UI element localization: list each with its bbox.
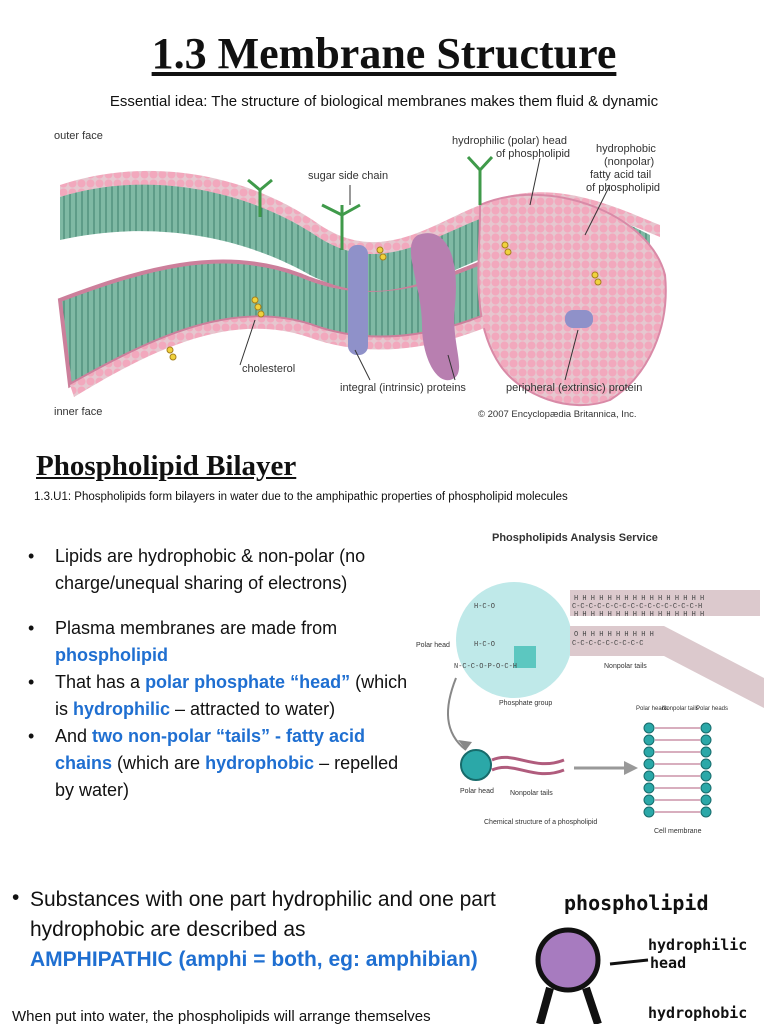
polar-head-label: Polar head [416,642,450,649]
sugar-chain-icon [247,155,494,250]
fatty-acid-tail-2 [570,626,764,708]
bullet-nonpolar-tails: And two non-polar “tails” - fatty acid c… [28,723,418,804]
membrane-diagram: outer face inner face sugar side chain h… [54,130,667,420]
sketch-title: phospholipid [564,891,709,915]
polar-head-label-1: hydrophilic (polar) head [452,135,567,147]
analysis-title: Phospholipids Analysis Service [492,532,658,544]
nonpolar-tails-mid-label: Nonpolar tails [662,706,699,712]
integral-protein-1 [348,245,368,355]
understanding-statement: 1.3.U1: Phospholipids form bilayers in w… [34,491,568,503]
tail-label-3: fatty acid tail [590,169,651,181]
copyright-credit: © 2007 Encyclopædia Britannica, Inc. [478,409,637,420]
amphipathic-definition: AMPHIPATHIC (amphi = both, eg: amphibian… [30,948,478,971]
phospholipid-structure-diagram: Phospholipids Analysis Service H H H H H… [416,532,764,835]
bullet-plasma-membranes: Plasma membranes are made from phospholi… [28,615,418,669]
tail-label-1: hydrophobic [596,143,656,155]
peripheral-protein-label: peripheral (extrinsic) protein [506,382,642,394]
svg-text:C-C-C-C-C-C-C-C-C-C-C-C-C-C-C-: C-C-C-C-C-C-C-C-C-C-C-C-C-C-C-H [572,603,702,611]
svg-text:H H H H H H H H H H H H H H H: H H H H H H H H H H H H H H H H [574,595,704,603]
svg-text:H H H H H H H H H H H H H H H: H H H H H H H H H H H H H H H H [574,611,704,619]
inner-face-label: inner face [54,406,102,418]
polar-head-label-2: of phospholipid [496,148,570,160]
fatty-acid-tail-1 [570,590,760,616]
svg-text:O H H H H H H H H H: O H H H H H H H H H [574,631,654,639]
amphipathic-paragraph: • Substances with one part hydrophilic a… [12,886,496,971]
svg-text:H-C-O: H-C-O [474,641,495,649]
bullet-lipids: Lipids are hydrophobic & non-polar (no c… [28,543,418,597]
sketch-head-label: head [650,954,686,972]
svg-text:C-C-C-C-C-C-C-C-C: C-C-C-C-C-C-C-C-C [572,640,643,648]
svg-text:H-C-O: H-C-O [474,603,495,611]
integral-protein-2 [410,233,460,381]
page-title: 1.3 Membrane Structure [151,29,617,78]
essential-idea: Essential idea: The structure of biologi… [109,93,659,110]
integral-proteins-label: integral (intrinsic) proteins [340,382,466,394]
sketch-head-icon [535,927,601,993]
sketch-hydrophobic-label: hydrophobic [648,1004,747,1022]
sugar-side-chain-label: sugar side chain [308,170,388,182]
phosphate-group-box [514,646,536,668]
water-arrangement-text: When put into water, the phospholipids w… [12,1008,431,1025]
polar-heads-right-label: Polar heads [696,706,728,712]
polar-head-region [456,582,572,698]
nonpolar-tails-label-lower: Nonpolar tails [510,790,553,797]
polar-heads-left-label: Polar heads [636,706,668,712]
bilayer-heads-icon [643,722,712,818]
head-sphere-icon [460,749,492,781]
amphipathic-line1: Substances with one part hydrophilic and… [30,888,496,941]
structure-caption: Chemical structure of a phospholipid [484,819,597,826]
cholesterol-icon [166,241,602,361]
outer-face-label: outer face [54,130,103,142]
phospholipid-sketch: phospholipid hydrophilic head hydrophobi… [535,891,747,1024]
cholesterol-label: cholesterol [242,363,295,375]
polar-head-label-lower: Polar head [460,788,494,795]
bullet-polar-head: That has a polar phosphate “head” (which… [28,669,418,723]
sketch-hydrophilic-label: hydrophilic [648,936,747,954]
peripheral-protein [565,310,593,328]
bullet-list: Lipids are hydrophobic & non-polar (no c… [28,543,418,804]
tail-label-2: (nonpolar) [604,156,654,168]
section-title: Phospholipid Bilayer [36,450,297,482]
tail-label-4: of phospholipid [586,182,660,194]
nonpolar-tails-label: Nonpolar tails [604,663,647,670]
cell-membrane-label: Cell membrane [654,828,702,835]
phosphate-group-label: Phosphate group [499,700,552,707]
svg-text:N-C-C-O-P-O-C-H: N-C-C-O-P-O-C-H [454,663,517,671]
